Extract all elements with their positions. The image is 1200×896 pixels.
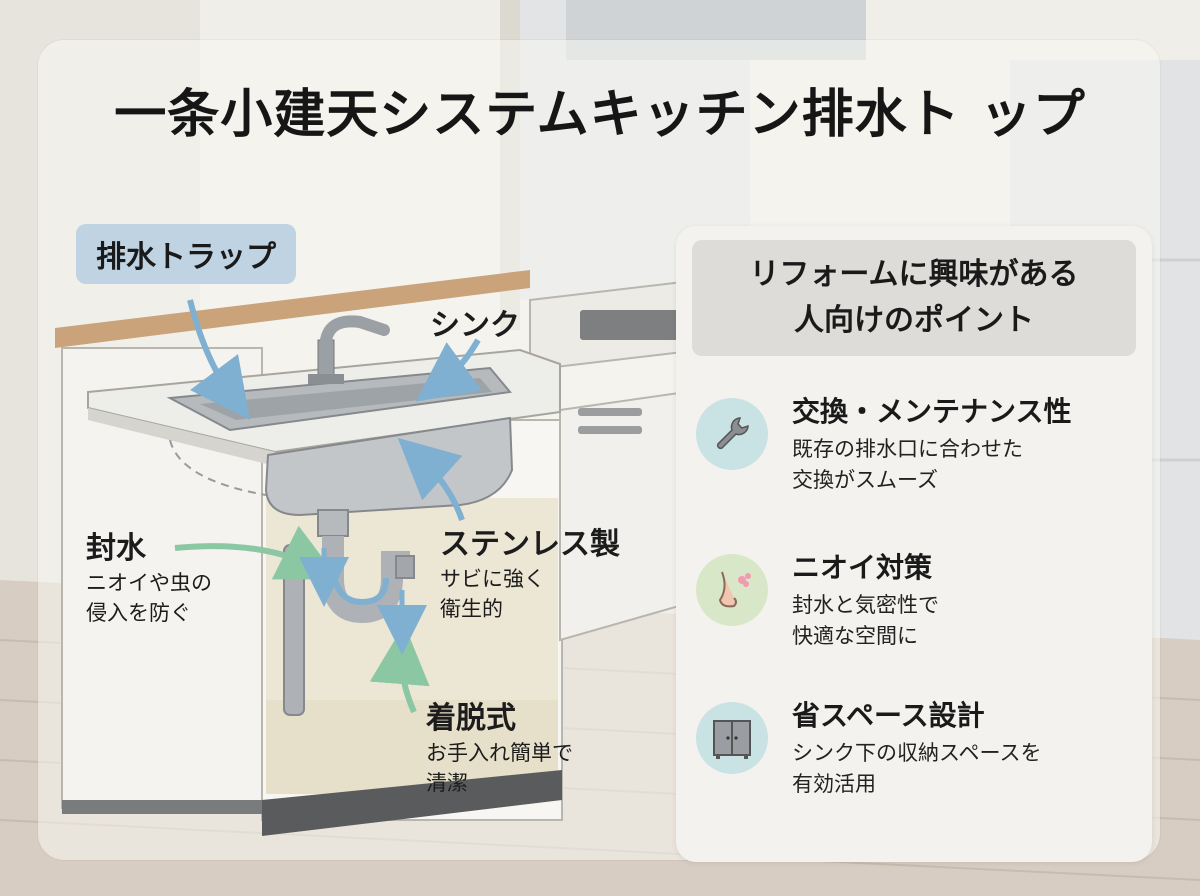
- nose-icon: [696, 554, 768, 626]
- water-seal-line-1: ニオイや虫の: [86, 571, 212, 595]
- removable-label: 着脱式 お手入れ簡単で 清潔: [426, 700, 573, 798]
- panel-heading-line-1: リフォームに興味がある: [749, 257, 1079, 292]
- stainless-title: ステンレス製: [440, 527, 620, 562]
- feature-maintenance-line-1: 既存の排水口に合わせた: [792, 437, 1023, 461]
- feature-space-title: 省スペース設計: [792, 699, 985, 732]
- stainless-line-2: 衛生的: [440, 597, 503, 621]
- water-seal-title: 封水: [86, 531, 146, 566]
- feature-space-desc: シンク下の収納スペースを 有効活用: [792, 738, 1041, 800]
- panel-heading-line-2: 人向けのポイント: [794, 303, 1034, 338]
- feature-maintenance-desc: 既存の排水口に合わせた 交換がスムーズ: [792, 434, 1023, 496]
- removable-title: 着脱式: [426, 701, 516, 736]
- feature-odor-title: ニオイ対策: [792, 551, 933, 584]
- feature-space-line-2: 有効活用: [792, 772, 876, 796]
- feature-odor-line-2: 快適な空間に: [792, 624, 918, 648]
- stainless-line-1: サビに強く: [440, 567, 545, 591]
- water-seal-line-2: 侵入を防ぐ: [86, 601, 191, 625]
- arrow-drain-trap: [187, 299, 250, 421]
- reform-points-panel: リフォームに興味がある 人向けのポイント 交換・メンテナンス性 既存の排水口に合…: [676, 226, 1152, 862]
- sink-label: シンク: [430, 308, 520, 343]
- water-seal-label: 封水 ニオイや虫の 侵入を防ぐ: [86, 530, 212, 628]
- arrow-removable: [369, 624, 430, 714]
- removable-line-1: お手入れ簡単で: [426, 741, 573, 765]
- removable-line-2: 清潔: [426, 771, 468, 795]
- feature-space: 省スペース設計 シンク下の収納スペースを 有効活用: [696, 696, 1146, 826]
- arrow-sink: [415, 338, 482, 402]
- page-title: 一条小建天システムキッチン排水ト ップ: [114, 85, 1086, 145]
- stainless-label: ステンレス製 サビに強く 衛生的: [440, 526, 620, 624]
- drain-trap-tag: 排水トラップ: [76, 224, 296, 284]
- feature-space-line-1: シンク下の収納スペースを: [792, 741, 1042, 765]
- cabinet-icon: [696, 702, 768, 774]
- feature-maintenance-line-2: 交換がスムーズ: [792, 468, 938, 492]
- feature-odor-line-1: 封水と気密性で: [792, 593, 939, 617]
- feature-maintenance: 交換・メンテナンス性 既存の排水口に合わせた 交換がスムーズ: [696, 392, 1146, 522]
- wrench-icon: [696, 398, 768, 470]
- panel-heading: リフォームに興味がある 人向けのポイント: [692, 240, 1136, 356]
- feature-odor: ニオイ対策 封水と気密性で 快適な空間に: [696, 548, 1146, 678]
- feature-maintenance-title: 交換・メンテナンス性: [792, 395, 1072, 428]
- arrow-stainless: [397, 437, 465, 521]
- feature-odor-desc: 封水と気密性で 快適な空間に: [792, 590, 939, 652]
